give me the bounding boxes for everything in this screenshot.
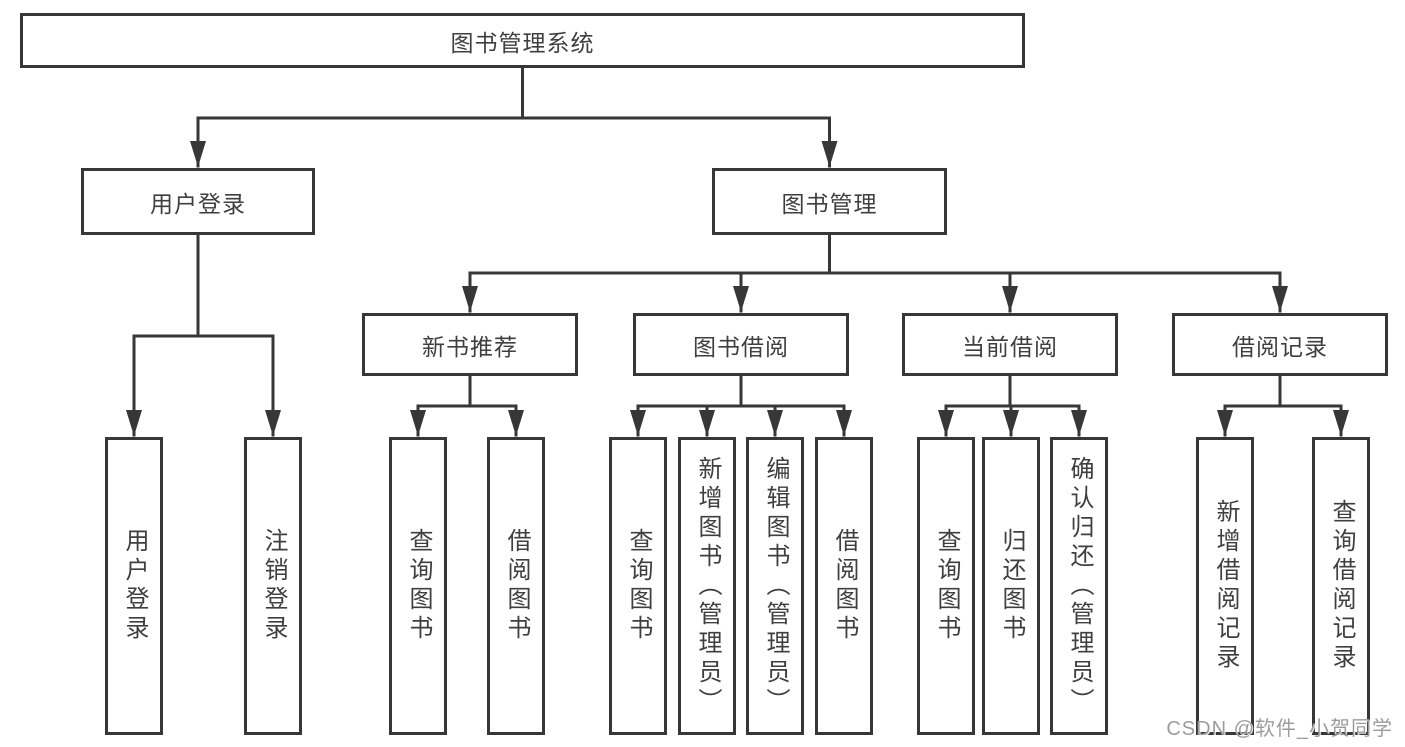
node-library-management-system: 图书管理系统 xyxy=(20,13,1025,68)
leaf-query-borrow-record: 查询借阅记录 xyxy=(1312,437,1370,735)
node-current-borrowing: 当前借阅 xyxy=(902,313,1118,376)
node-label: 新书推荐 xyxy=(422,333,518,360)
leaf-user-login: 用户登录 xyxy=(105,437,163,735)
leaf-add-books-admin: 新增图书（管理员） xyxy=(678,437,736,735)
node-label: 图书管理系统 xyxy=(450,29,595,56)
node-label: 新增图书（管理员） xyxy=(694,455,721,717)
node-book-borrowing: 图书借阅 xyxy=(633,313,849,376)
node-label: 当前借阅 xyxy=(962,333,1058,360)
node-label: 查询图书 xyxy=(405,528,432,644)
node-label: 查询图书 xyxy=(625,528,652,644)
leaf-query-books-borrowing: 查询图书 xyxy=(609,437,667,735)
node-label: 查询图书 xyxy=(933,528,960,644)
node-label: 用户登录 xyxy=(121,528,148,644)
node-book-management: 图书管理 xyxy=(712,168,947,235)
node-label: 借阅图书 xyxy=(503,528,530,644)
leaf-add-borrow-record: 新增借阅记录 xyxy=(1196,437,1254,735)
leaf-return-books: 归还图书 xyxy=(982,437,1040,735)
node-label: 借阅记录 xyxy=(1232,333,1328,360)
node-label: 注销登录 xyxy=(260,528,287,644)
node-user-login: 用户登录 xyxy=(81,168,315,235)
leaf-logout: 注销登录 xyxy=(244,437,302,735)
node-new-book-recommend: 新书推荐 xyxy=(362,313,578,376)
leaf-confirm-return-admin: 确认归还（管理员） xyxy=(1050,437,1108,735)
node-label: 图书借阅 xyxy=(693,333,789,360)
node-label: 用户登录 xyxy=(150,190,246,217)
node-label: 图书管理 xyxy=(781,190,878,217)
leaf-query-books-current: 查询图书 xyxy=(917,437,975,735)
node-borrowing-records: 借阅记录 xyxy=(1172,313,1388,376)
node-label: 编辑图书（管理员） xyxy=(762,455,789,717)
node-label: 借阅图书 xyxy=(831,528,858,644)
node-label: 确认归还（管理员） xyxy=(1066,455,1093,717)
leaf-borrow-books: 借阅图书 xyxy=(815,437,873,735)
csdn-watermark: CSDN @软件_小贺同学 xyxy=(1166,718,1393,740)
leaf-edit-books-admin: 编辑图书（管理员） xyxy=(746,437,804,735)
leaf-borrow-books-recommend: 借阅图书 xyxy=(487,437,545,735)
node-label: 查询借阅记录 xyxy=(1328,499,1355,673)
tree-branches xyxy=(126,66,1349,437)
node-label: 归还图书 xyxy=(998,528,1025,644)
node-label: 新增借阅记录 xyxy=(1212,499,1239,673)
leaf-query-books-recommend: 查询图书 xyxy=(389,437,447,735)
